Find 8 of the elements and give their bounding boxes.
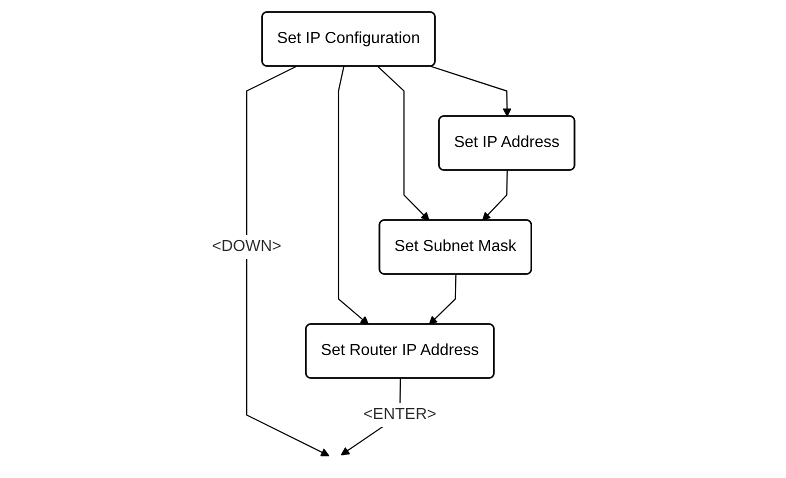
edge-label: <ENTER> <box>363 406 436 423</box>
arrow <box>377 66 430 221</box>
edge-label: <DOWN> <box>212 238 282 255</box>
arrow <box>430 66 512 117</box>
arrow <box>428 274 456 325</box>
arrow <box>338 66 369 325</box>
arrow <box>246 66 330 456</box>
arrow <box>482 170 508 221</box>
